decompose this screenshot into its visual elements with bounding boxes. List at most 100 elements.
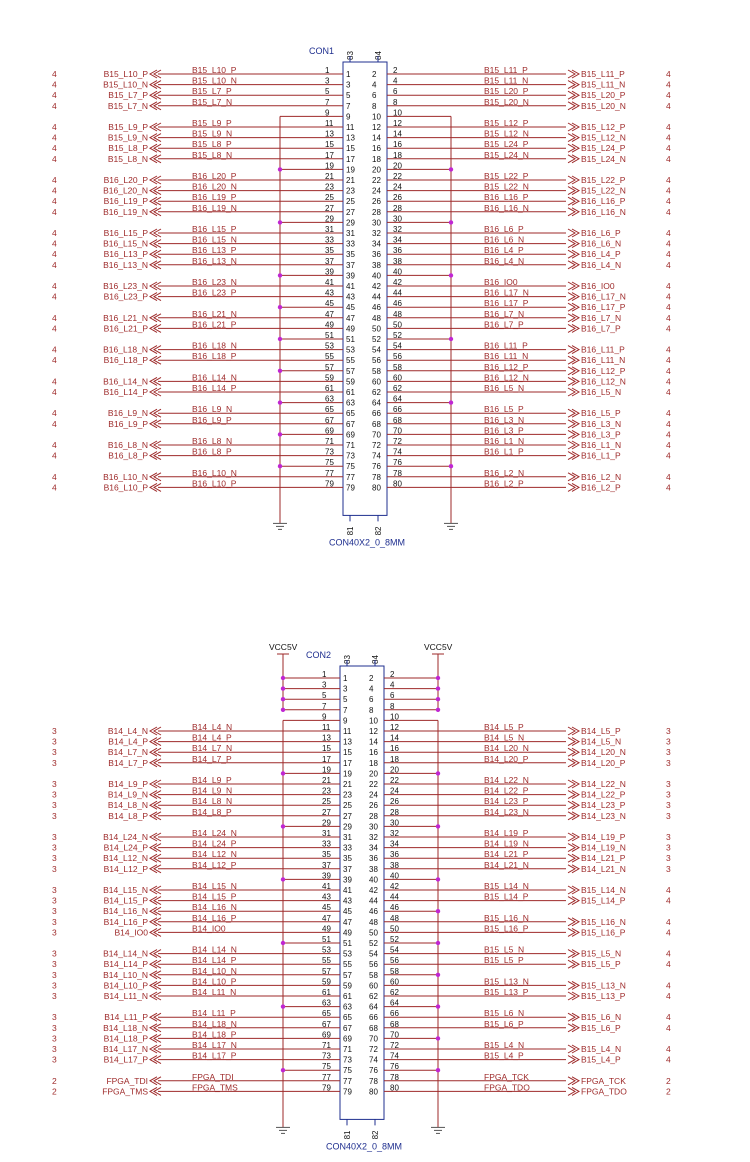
pin-number: 19: [322, 765, 331, 774]
pin-number: 68: [390, 1020, 399, 1029]
net-label: B16_L6_P: [484, 224, 524, 234]
net-label: B16_L1_P: [484, 447, 524, 457]
sheet-number: 4: [666, 302, 671, 312]
port-arrow-icon: [567, 896, 581, 906]
net-label: B15_L9_N: [192, 129, 232, 139]
pin-number-inner: 21: [346, 176, 355, 185]
net-label: B14_L14_P: [192, 955, 237, 965]
sheet-number: 3: [52, 747, 57, 757]
sheet-number: 4: [666, 949, 671, 959]
pin-number-inner: 3: [343, 685, 348, 694]
pin-number: 36: [393, 246, 402, 255]
net-label: B16_L15_N: [192, 235, 237, 245]
port-arrow-icon: [567, 323, 581, 333]
sheet-number: 4: [666, 896, 671, 906]
net-label: B16_IO0: [484, 277, 518, 287]
pin-number: 75: [322, 1062, 331, 1071]
net-label: B15_L16_P: [484, 923, 529, 933]
pin-number-inner: 40: [372, 271, 381, 280]
pin-number: 27: [325, 204, 334, 213]
net-label: B15_L20_N: [484, 97, 529, 107]
pin-number-inner: 74: [372, 452, 381, 461]
port-name: B16_L1_N: [581, 440, 621, 450]
net-label: B14_L22_P: [484, 786, 529, 796]
pin-number-inner: 58: [369, 971, 378, 980]
port-arrow-icon: [567, 345, 581, 355]
port-name: B14_L18_P: [104, 1033, 149, 1043]
pin-number: 60: [390, 977, 399, 986]
port-name: B16_L19_N: [103, 207, 148, 217]
pin-number-inner: 52: [372, 335, 381, 344]
port-name: B15_L8_N: [108, 154, 148, 164]
pin-number: 9: [322, 712, 327, 721]
pin-number-inner: 55: [343, 960, 352, 969]
net-label: B16_L13_P: [192, 245, 237, 255]
pin-number: 35: [322, 850, 331, 859]
junction-dot: [435, 972, 441, 977]
sheet-number: 4: [666, 959, 671, 969]
pin-number-inner: 40: [369, 875, 378, 884]
sheet-number: 4: [666, 482, 671, 492]
port-name: B16_L12_P: [581, 366, 626, 376]
pin-number-inner: 46: [372, 303, 381, 312]
pin-number: 77: [325, 469, 334, 478]
port-name: B15_L10_P: [104, 69, 149, 79]
net-label: FPGA_TDI: [192, 1072, 234, 1082]
port-arrow-icon: [148, 737, 162, 747]
sheet-number: 4: [666, 345, 671, 355]
sheet-number: 3: [666, 737, 671, 747]
net-label: B16_L3_N: [484, 415, 524, 425]
port-arrow-icon: [567, 482, 581, 492]
pin-number: 49: [325, 320, 334, 329]
pin-number: 77: [322, 1073, 331, 1082]
pin-number: 3: [322, 681, 327, 690]
pin-number-inner: 62: [369, 992, 378, 1001]
port-name: B16_L13_P: [104, 249, 149, 259]
sheet-number: 4: [666, 281, 671, 291]
junction-dot: [277, 220, 283, 225]
junction-dot: [277, 167, 283, 172]
sheet-number: 4: [666, 133, 671, 143]
pin-number: 44: [393, 289, 402, 298]
port-name: B16_L21_P: [104, 323, 149, 333]
net-label: B14_L22_N: [484, 775, 529, 785]
sheet-number: 3: [52, 832, 57, 842]
port-arrow-icon: [567, 154, 581, 164]
sheet-number: 4: [666, 472, 671, 482]
port-arrow-icon: [567, 122, 581, 132]
sheet-number: 4: [52, 482, 57, 492]
port-arrow-icon: [567, 80, 581, 90]
sheet-number: 3: [52, 917, 57, 927]
junction-dot: [277, 305, 283, 310]
junction-dot: [435, 675, 441, 681]
port-arrow-icon: [148, 472, 162, 482]
sheet-number: 3: [52, 853, 57, 863]
port-name: B14_L10_N: [103, 970, 148, 980]
port-arrow-icon: [567, 260, 581, 270]
port-name: B16_L2_N: [581, 472, 621, 482]
port-name: B15_L4_P: [581, 1055, 621, 1065]
port-name: B16_L20_P: [104, 175, 149, 185]
pin-number: 5: [322, 691, 327, 700]
port-arrow-icon: [148, 387, 162, 397]
sheet-number: 3: [52, 885, 57, 895]
pin-number-inner: 43: [346, 293, 355, 302]
port-name: B16_L2_P: [581, 482, 621, 492]
port-name: FPGA_TCK: [581, 1076, 626, 1086]
pin-number: 28: [393, 204, 402, 213]
port-arrow-icon: [567, 175, 581, 185]
port-name: B16_L15_N: [103, 239, 148, 249]
pin-number: 58: [393, 363, 402, 372]
port-arrow-icon: [148, 69, 162, 79]
port-arrow-icon: [567, 186, 581, 196]
net-label: B16_L8_P: [192, 447, 232, 457]
sheet-number: 3: [52, 790, 57, 800]
pin-number-inner: 59: [346, 377, 355, 386]
junction-dot: [280, 940, 286, 946]
net-label: B15_L7_P: [192, 86, 232, 96]
mount-pin-label: 83: [343, 655, 352, 664]
sheet-number: 3: [52, 991, 57, 1001]
pin-number: 5: [325, 87, 330, 96]
sheet-number: 3: [52, 927, 57, 937]
sheet-number: 4: [52, 472, 57, 482]
